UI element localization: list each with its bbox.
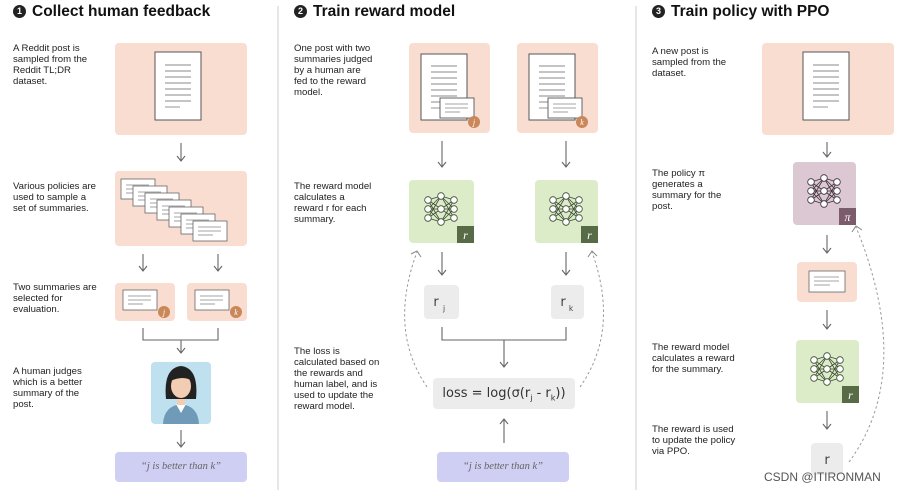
model-badge-label: r (463, 228, 468, 242)
reward-model-box: r (796, 340, 859, 403)
reward-symbol: r (433, 295, 439, 310)
loss-formula-mid: - r (532, 386, 551, 401)
arrow-down-icon (437, 252, 571, 276)
arrow-down-icon (437, 141, 571, 168)
badge-label: k (580, 118, 584, 127)
arrow-down-icon (176, 430, 186, 448)
badge-label: j (472, 118, 476, 127)
step-3-description: The policy π generates a summary for the… (652, 168, 722, 212)
policy-update-loop-arrow (848, 226, 885, 463)
summary-j-box: j (115, 283, 175, 321)
policy-badge-label: π (844, 210, 851, 224)
arrow-down-icon (822, 411, 832, 430)
step-3-title: 3 Train policy with PPO (652, 3, 829, 21)
loss-subscript-j: j (530, 393, 533, 403)
arrow-up-icon (499, 418, 509, 443)
step-2-description: One post with two summaries judged by a … (294, 43, 373, 98)
reward-rk-box: r k (551, 285, 584, 319)
step-1-description: A Reddit post is sampled from the Reddit… (13, 43, 88, 87)
model-badge-label: r (848, 388, 853, 402)
human-judgement-label: “j is better than k” (115, 452, 247, 482)
loss-formula: loss = log(σ(rj - rk)) (433, 378, 575, 409)
badge-label: j (162, 308, 166, 317)
reward-subscript: j (442, 304, 445, 313)
step-1-title: 1 Collect human feedback (13, 3, 210, 21)
post-summary-j-box: j (409, 43, 490, 133)
update-loop-arrow-right (579, 251, 604, 388)
loss-formula-suffix: )) (555, 386, 566, 401)
summary-k-box: k (187, 283, 247, 321)
step-2-title: 2 Train reward model (294, 3, 455, 21)
summaries-stack-box (115, 171, 247, 246)
step-number-badge: 1 (13, 5, 26, 18)
watermark: CSDN @ITIRONMAN (764, 470, 881, 484)
step-2-description: The loss is calculated based on the rewa… (294, 346, 380, 412)
reward-symbol: r (560, 295, 566, 310)
arrow-down-icon (138, 254, 223, 272)
step-2-description: The reward model calculates a reward r f… (294, 181, 372, 225)
reward-symbol: r (824, 453, 830, 468)
step-number-badge: 3 (652, 5, 665, 18)
human-labeler-box (151, 362, 211, 424)
model-badge-label: r (587, 228, 592, 242)
post-summary-k-box: k (517, 43, 598, 133)
badge-label: k (234, 308, 238, 317)
arrow-down-icon (822, 235, 832, 254)
update-loop-arrow-left (404, 251, 428, 388)
step-3-description: A new post is sampled from the dataset. (652, 46, 727, 79)
step-title-text: Train policy with PPO (671, 3, 830, 20)
step-title-text: Collect human feedback (32, 3, 211, 20)
step-3-description: The reward is used to update the policy … (652, 424, 736, 457)
arrow-down-icon (822, 142, 832, 158)
step-1-description: Various policies are used to sample a se… (13, 181, 97, 214)
arrowhead-icon (851, 225, 863, 233)
step-title-text: Train reward model (313, 3, 456, 20)
arrowhead-icon (410, 250, 422, 258)
step-1-description: Two summaries are selected for evaluatio… (13, 282, 97, 315)
loss-subscript-k: k (550, 393, 556, 403)
reward-model-j: r (409, 180, 474, 243)
step-number-badge: 2 (294, 5, 307, 18)
arrow-down-icon (176, 143, 186, 162)
reward-subscript: k (569, 304, 574, 313)
policy-model-box: π (793, 162, 856, 225)
arrow-down-icon (822, 310, 832, 330)
step-3-description: The reward model calculates a reward for… (652, 342, 735, 375)
merge-bracket (441, 327, 567, 368)
reward-model-k: r (535, 180, 598, 243)
reward-rj-box: r j (424, 285, 459, 319)
new-post-document-box (762, 43, 894, 135)
loss-formula-prefix: loss = log(σ(r (442, 386, 531, 401)
arrowhead-icon (587, 250, 598, 258)
human-label-input: “j is better than k” (437, 452, 569, 482)
merge-bracket (142, 328, 219, 354)
generated-summary-box (797, 262, 857, 302)
reward-r-box: r (811, 443, 843, 475)
post-document-box (115, 43, 247, 135)
step-1-description: A human judges which is a better summary… (13, 366, 83, 410)
